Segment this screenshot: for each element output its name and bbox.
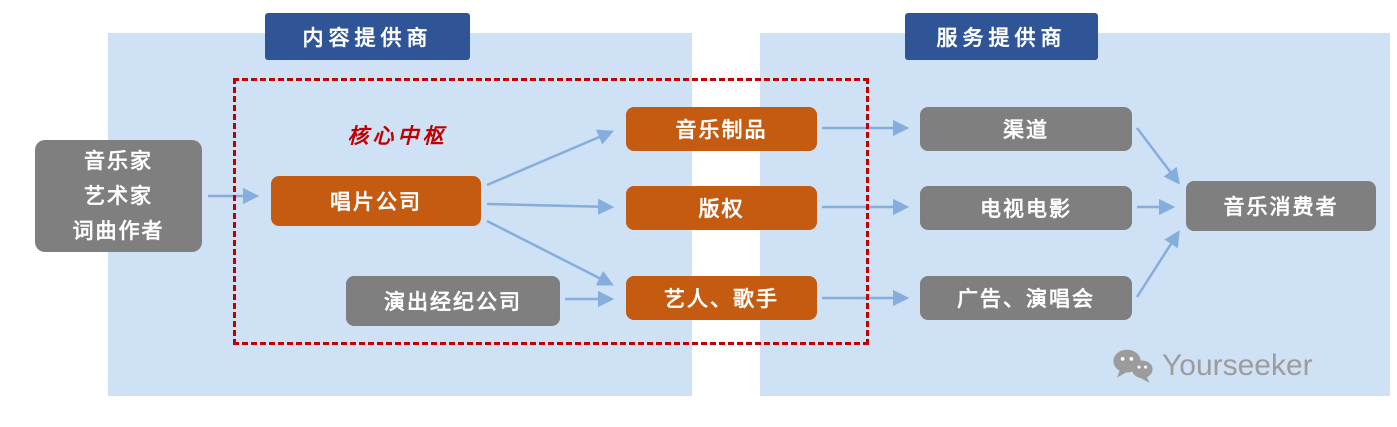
node-copyright: 版权 [626,186,817,230]
creators-line-2: 艺术家 [84,184,153,208]
service-provider-badge: 服务提供商 [905,13,1098,60]
core-hub-boundary [233,78,869,345]
node-artists-singers: 艺人、歌手 [626,276,817,320]
node-music-products: 音乐制品 [626,107,817,151]
node-tv-movies: 电视电影 [920,186,1132,230]
creators-line-1: 音乐家 [84,149,153,173]
node-creators: 音乐家 艺术家 词曲作者 [35,140,202,252]
creators-line-3: 词曲作者 [72,219,165,243]
node-ads-concerts: 广告、演唱会 [920,276,1132,320]
wechat-icon [1112,348,1154,384]
node-music-consumers: 音乐消费者 [1186,181,1376,231]
watermark-text: Yourseeker [1162,349,1313,382]
watermark: Yourseeker [1112,348,1313,384]
node-record-company: 唱片公司 [271,176,481,226]
content-provider-badge: 内容提供商 [265,13,470,60]
node-channels: 渠道 [920,107,1132,151]
core-hub-label: 核心中枢 [347,125,448,148]
node-performance-agency: 演出经纪公司 [346,276,560,326]
